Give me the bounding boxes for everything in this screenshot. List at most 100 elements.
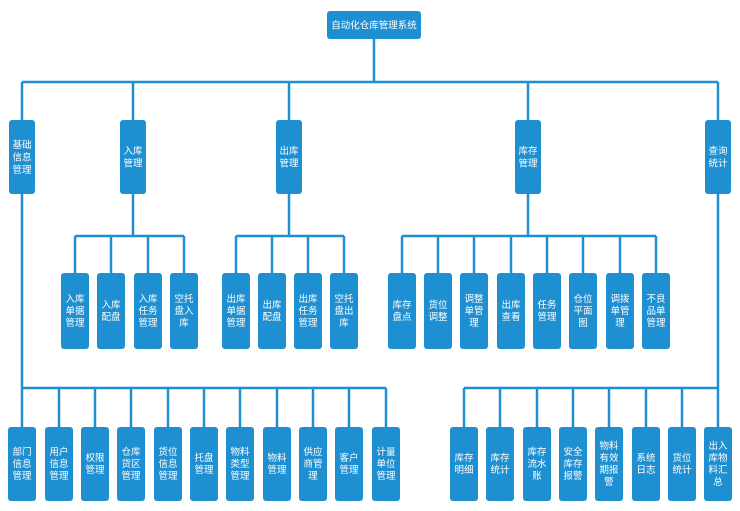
basic-node-5-label: 托盘: [194, 452, 214, 464]
outbound-node-3-rect: [330, 273, 358, 349]
basic-node-3-label: 货区: [121, 458, 141, 470]
inventory-node-2-label: 单管: [464, 305, 483, 317]
inventory-node-7-label: 管理: [646, 317, 666, 329]
basic-node-2-rect: [81, 427, 109, 501]
inbound-node-1-rect: [97, 273, 125, 349]
basic-node-0-rect: [8, 427, 36, 501]
basic-node-8-label: 商管: [303, 458, 322, 470]
inventory-node-2-rect: [460, 273, 488, 349]
outbound-node-3-label: 空托: [334, 293, 354, 305]
inventory-node-6-label: 调拨: [610, 293, 630, 305]
inventory-node-5-rect: [569, 273, 597, 349]
query-node-0-label: 库存: [454, 452, 474, 464]
query-node-1-label: 库存: [490, 452, 510, 464]
inventory-node-5-label: 平面: [573, 306, 592, 317]
query-node-1-label: 统计: [490, 464, 510, 476]
query-node-3-label: 库存: [563, 458, 583, 470]
inbound-node-2-label: 任务: [138, 305, 158, 317]
query-node-5-label: 日志: [636, 464, 655, 476]
inventory-node-2-label: 调整: [464, 293, 484, 305]
basic-node-3-rect: [117, 427, 145, 501]
basic-node-1-label: 信息: [49, 458, 68, 470]
basic-node-0-label: 信息: [12, 458, 31, 470]
module-node-3-label: 库存: [518, 145, 538, 157]
inventory-node-1-rect: [424, 273, 452, 349]
query-node-7-label: 库物: [708, 452, 728, 464]
basic-node-6-label: 物料: [230, 446, 250, 458]
basic-node-10-label: 计量: [376, 446, 396, 458]
basic-node-7-label: 管理: [267, 464, 287, 476]
query-node-7-label: 总: [713, 476, 723, 488]
query-node-6-label: 统计: [672, 464, 692, 476]
basic-node-3-label: 管理: [121, 470, 141, 482]
module-node-0-rect: [9, 120, 35, 194]
basic-node-9-rect: [335, 427, 363, 501]
inventory-node-0-rect: [388, 273, 416, 349]
inventory-node-7-rect: [642, 273, 670, 349]
query-node-2-label: 流水: [527, 458, 547, 470]
basic-node-4-rect: [154, 427, 182, 501]
query-node-5-label: 系统: [636, 452, 656, 464]
root-node-rect: [327, 11, 421, 39]
inventory-node-6-label: 单管: [610, 305, 629, 317]
basic-node-6-label: 类型: [230, 458, 250, 470]
outbound-node-2-label: 管理: [298, 317, 318, 329]
inventory-node-4-rect: [533, 273, 561, 349]
connector-lines: [20, 39, 720, 427]
outbound-node-2-label: 任务: [298, 305, 318, 317]
inventory-node-3-label: 出库: [501, 299, 521, 311]
basic-node-10-rect: [372, 427, 400, 501]
basic-node-8-label: 理: [308, 471, 318, 482]
module-node-3-label: 管理: [518, 158, 538, 170]
basic-node-0-label: 管理: [12, 470, 32, 482]
outbound-node-3-label: 盘出: [334, 305, 353, 317]
query-node-2-label: 账: [532, 471, 542, 482]
outbound-node-1-rect: [258, 273, 286, 349]
query-node-3-label: 报警: [563, 470, 583, 482]
module-node-3-rect: [515, 120, 541, 194]
inbound-node-3-rect: [170, 273, 198, 349]
inbound-node-3-label: 盘入: [174, 305, 194, 317]
root-node: 自动化仓库管理系统: [327, 11, 421, 39]
inventory-node-6-rect: [606, 273, 634, 349]
basic-node-9-label: 客户: [339, 452, 358, 464]
inventory-node-4-label: 管理: [537, 311, 557, 323]
inbound-node-1-label: 入库: [101, 299, 121, 311]
query-node-3-label: 安全: [563, 446, 583, 458]
module-node-4-label: 查询: [708, 145, 727, 157]
outbound-node-2-rect: [294, 273, 322, 349]
inventory-node-7-label: 不良: [646, 293, 666, 305]
inventory-node-3-label: 查看: [501, 311, 520, 323]
query-node-7-rect: [704, 427, 732, 501]
outbound-node-0-label: 管理: [226, 317, 246, 329]
module-node-1-label: 管理: [123, 158, 143, 170]
basic-node-9-label: 管理: [339, 464, 359, 476]
query-node-4-label: 期报: [599, 464, 619, 476]
module-node-1-rect: [120, 120, 146, 194]
outbound-node-0-rect: [222, 273, 250, 349]
inventory-node-5-label: 仓位: [573, 293, 593, 305]
inbound-node-0-label: 管理: [65, 317, 85, 329]
query-node-4-label: 有效: [599, 452, 619, 464]
